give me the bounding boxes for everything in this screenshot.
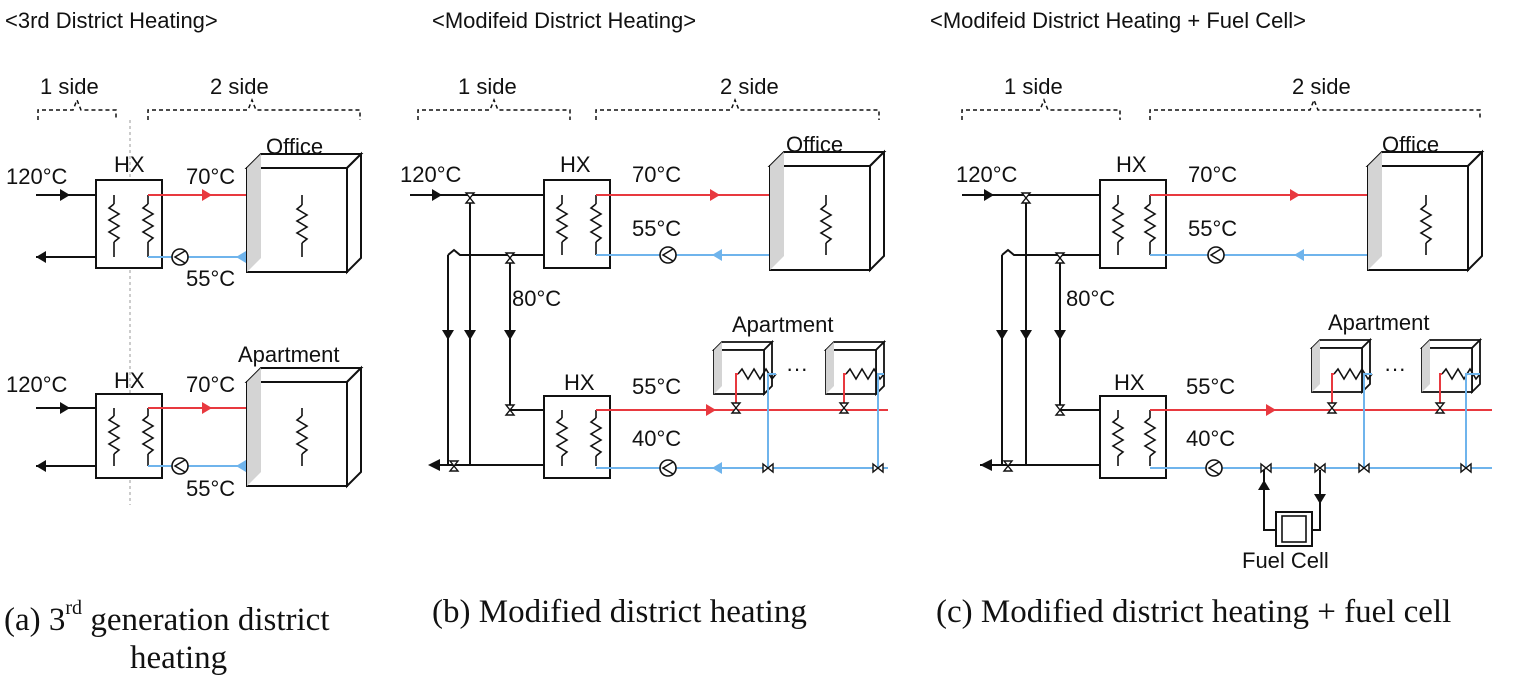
hot-temp-label: 70°C [186,164,235,189]
heat-exchanger [1099,395,1167,479]
office-label: Office [1382,132,1439,157]
return-temp-label: 55°C [186,266,235,291]
district-heating-diagram: <3rd District Heating> 1 side 2 side 120… [5,8,1492,573]
ellipsis: ··· [786,356,808,381]
return-temp-label: 55°C [186,476,235,501]
apt-return-temp-label: 40°C [632,426,681,451]
apt-supply-temp-label: 55°C [632,374,681,399]
panel-c: <Modifeid District Heating + Fuel Cell> … [930,8,1492,573]
panel-a-title: <3rd District Heating> [5,8,218,33]
office-building-icon [769,151,885,271]
mid-temp-label: 80°C [512,286,561,311]
supply-temp-label: 120°C [956,162,1018,187]
caption-a-prefix: (a) 3 [4,602,66,638]
apt-supply-temp-label: 55°C [1186,374,1235,399]
panel-a: <3rd District Heating> 1 side 2 side 120… [5,8,362,505]
supply-temp-label: 120°C [6,164,68,189]
pump-icon [1207,246,1225,264]
apartment-unit-icon [713,341,773,395]
fuel-cell-label: Fuel Cell [1242,548,1329,573]
caption-a-line2: heating [130,640,228,676]
hx-label: HX [1114,370,1145,395]
pump-icon [171,457,189,475]
panel-b: <Modifeid District Heating> 1 side 2 sid… [400,8,888,479]
hx-label: HX [560,152,591,177]
office-return-temp-label: 55°C [632,216,681,241]
side1-label: 1 side [1004,74,1063,99]
apartment-label: Apartment [238,342,340,367]
apartment-label: Apartment [732,312,834,337]
heat-exchanger [95,179,163,269]
apt-return-temp-label: 40°C [1186,426,1235,451]
pump-icon [659,246,677,264]
office-label: Office [266,134,323,159]
pump-icon [1205,459,1223,477]
side1-label: 1 side [458,74,517,99]
heat-exchanger [543,395,611,479]
supply-temp-label: 120°C [400,162,462,187]
side2-label: 2 side [720,74,779,99]
hx-label: HX [1116,152,1147,177]
caption-b: (b) Modified district heating [432,594,807,630]
caption-a-superscript: rd [65,597,83,619]
pump-icon [659,459,677,477]
side1-brace [37,97,117,120]
supply-temp-label: 120°C [6,372,68,397]
apartment-unit-icon [1421,339,1481,393]
hot-temp-label: 70°C [632,162,681,187]
pump-icon [171,248,189,266]
hx-label: HX [114,152,145,177]
side2-label: 2 side [210,74,269,99]
apartment-label: Apartment [1328,310,1430,335]
office-label: Office [786,132,843,157]
panel-b-title: <Modifeid District Heating> [432,8,696,33]
hot-temp-label: 70°C [186,372,235,397]
side1-label: 1 side [40,74,99,99]
apartment-unit-icon [825,341,885,395]
hx-label: HX [114,368,145,393]
hx-label: HX [564,370,595,395]
office-return-temp-label: 55°C [1188,216,1237,241]
mid-temp-label: 80°C [1066,286,1115,311]
ellipsis: ··· [1384,356,1406,381]
caption-a: (a) 3rd generation district [4,590,329,642]
side2-brace [147,97,361,120]
caption-a-rest: generation district [82,602,330,638]
caption-c: (c) Modified district heating + fuel cel… [936,594,1452,630]
hot-temp-label: 70°C [1188,162,1237,187]
side2-label: 2 side [1292,74,1351,99]
panel-c-title: <Modifeid District Heating + Fuel Cell> [930,8,1306,33]
apartment-unit-icon [1311,339,1371,393]
